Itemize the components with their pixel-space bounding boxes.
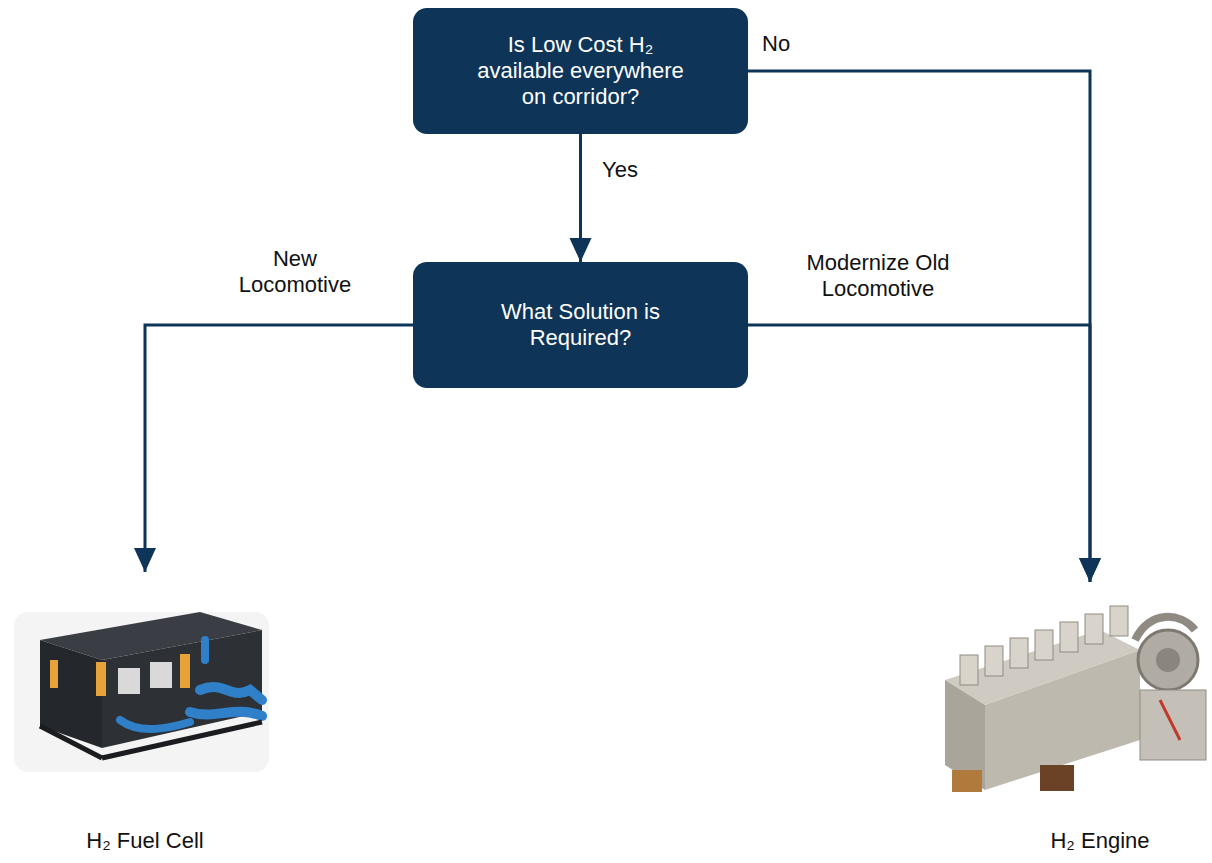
engine-illustration [945, 606, 1206, 792]
cylinder-head [1035, 630, 1053, 660]
fuel-cell-illustration [14, 612, 269, 772]
decision-text: What Solution is Required? [465, 299, 696, 351]
wooden-block [952, 770, 982, 792]
panel [118, 668, 140, 694]
decision-text: Is Low Cost H₂ available everywhere on c… [465, 32, 696, 110]
engine-block [985, 650, 1140, 790]
photo-ground [14, 612, 269, 772]
engine-housing [1140, 690, 1206, 760]
exhaust-pipe [1135, 617, 1195, 640]
flow-arrow [579, 134, 582, 262]
flow-arrow [748, 71, 1090, 582]
cylinder-head [985, 646, 1003, 676]
fuel-cell-front [102, 630, 262, 748]
wire [1160, 700, 1180, 740]
flow-arrow [145, 325, 413, 572]
edge-label: Yes [602, 157, 662, 183]
edge-label: No [762, 31, 822, 57]
cylinder-head [1085, 614, 1103, 644]
option-label: H₂ Engine [1050, 828, 1149, 858]
turbocharger-hub [1156, 648, 1180, 672]
cylinder-head [1010, 638, 1028, 668]
connector [50, 660, 58, 688]
coolant-pipe [201, 640, 209, 660]
connector [180, 654, 190, 688]
turbocharger [1138, 630, 1198, 690]
cylinder-head [1110, 606, 1128, 636]
connector [96, 662, 106, 696]
coolant-pipe [120, 720, 190, 729]
option-label: H₂ Fuel Cell [86, 828, 203, 858]
engine-option: H₂ Engine [990, 582, 1210, 858]
edge-label: Modernize Old Locomotive [788, 250, 968, 302]
coolant-pipe [200, 687, 262, 700]
fuel-cell-option: H₂ Fuel Cell [20, 572, 270, 858]
decision-box: Is Low Cost H₂ available everywhere on c… [413, 8, 748, 134]
coolant-pipe [190, 712, 262, 716]
cylinder-head [960, 655, 978, 685]
panel [150, 662, 172, 688]
edge-label: New Locomotive [230, 246, 360, 298]
frame-rail [102, 722, 262, 758]
decision-box: What Solution is Required? [413, 262, 748, 388]
wooden-block [1040, 765, 1074, 791]
flow-arrow [748, 325, 1090, 582]
cylinder-head [1060, 622, 1078, 652]
frame-rail [40, 726, 102, 758]
